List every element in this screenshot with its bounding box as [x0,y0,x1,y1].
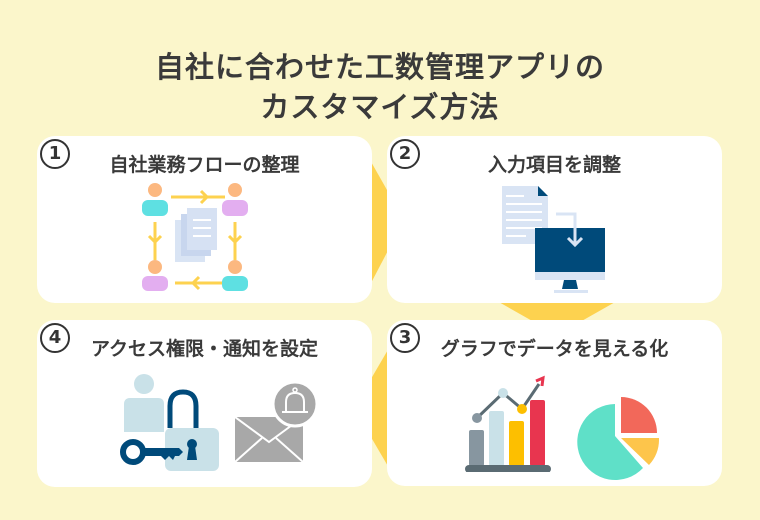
arrow-down-connector [497,301,617,335]
user-key-lock-icon [120,374,219,471]
step-number-3: 3 [390,323,420,353]
step-number-4: 4 [40,323,70,353]
step-title-1: 自社業務フローの整理 [109,154,300,176]
document-to-monitor-icon [502,186,605,293]
step-card-4: 4 アクセス権限・通知を設定 [37,320,372,487]
page-title-line2: カスタマイズ方法 [260,90,500,124]
step-title-4: アクセス権限・通知を設定 [90,338,319,360]
page-title-line1: 自社に合わせた工数管理アプリの [154,50,605,84]
bar-chart-icon [465,375,551,472]
pie-chart-icon [577,397,660,480]
step-title-3: グラフでデータを見える化 [440,338,669,360]
step-title-2: 入力項目を調整 [487,154,621,176]
step-card-2: 2 入力項目を調整 [387,136,722,303]
step-number-2: 2 [390,139,420,169]
step-card-1: 1 自社業務フローの整理 [37,136,372,303]
step-number-1: 1 [40,139,70,169]
mail-notification-bell-icon [235,380,319,463]
workflow-people-icon [142,183,248,291]
step-card-3: 3 グラフでデータを見える化 [387,320,722,486]
